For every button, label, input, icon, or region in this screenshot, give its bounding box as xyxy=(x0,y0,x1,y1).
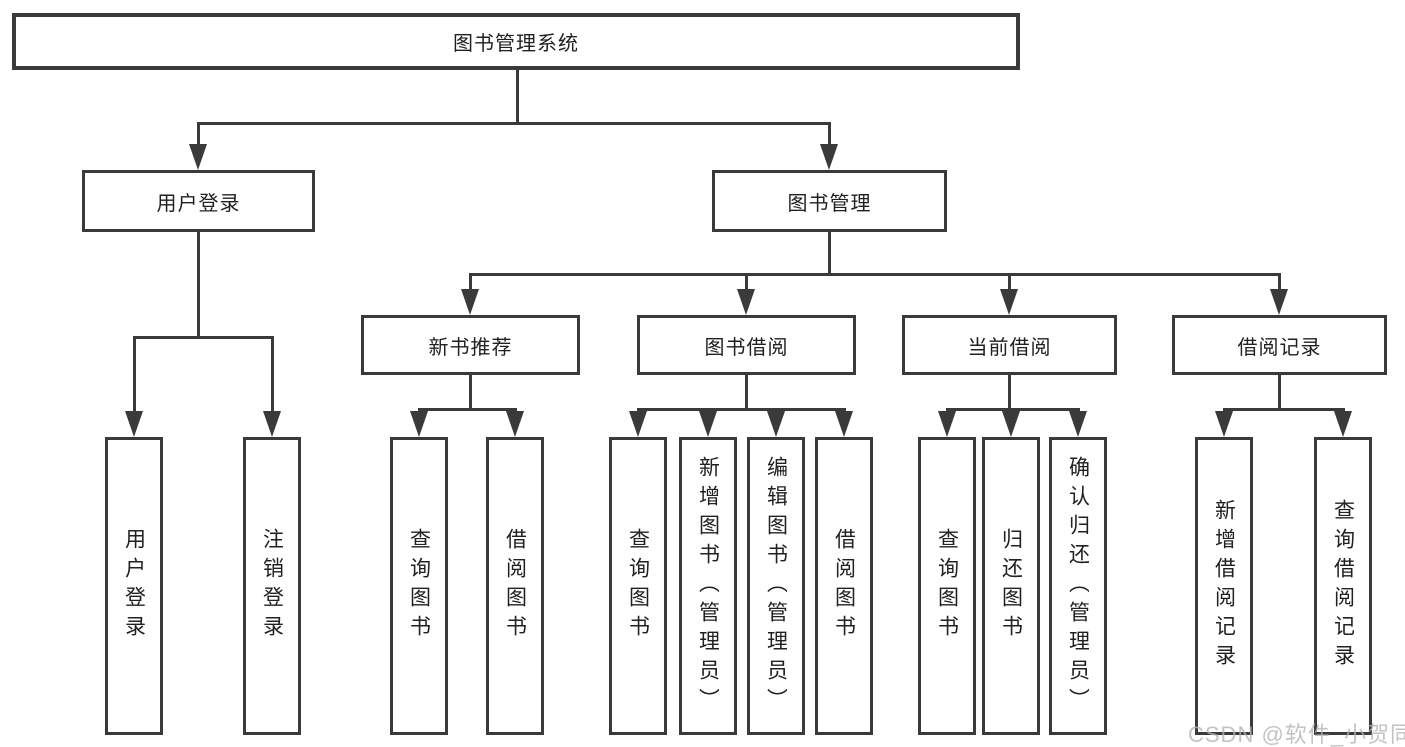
watermark: CSDN @软件_小贺同学 xyxy=(1188,722,1405,747)
node-label: 新增图书（管理员） xyxy=(697,455,719,717)
connector-line xyxy=(271,336,274,413)
connector-line xyxy=(1008,375,1011,411)
node-label: 注销登录 xyxy=(261,528,283,644)
leaf-query-books-current: 查询图书 xyxy=(918,437,976,735)
leaf-edit-book-admin: 编辑图书（管理员） xyxy=(747,437,805,735)
leaf-query-books-borrow: 查询图书 xyxy=(609,437,667,735)
node-label: 图书管理 xyxy=(787,192,872,215)
connector-line xyxy=(197,122,831,125)
node-label: 查询图书 xyxy=(408,528,430,644)
arrow-down-icon xyxy=(410,411,428,437)
arrow-down-icon xyxy=(1069,411,1087,437)
node-new-book-recommend: 新书推荐 xyxy=(361,315,580,375)
node-label: 用户登录 xyxy=(156,192,241,215)
leaf-borrow-books-recommend: 借阅图书 xyxy=(486,437,544,735)
node-book-management: 图书管理 xyxy=(712,170,947,232)
connector-line xyxy=(133,336,136,413)
node-label: 借阅图书 xyxy=(833,528,855,644)
node-user-login: 用户登录 xyxy=(82,170,315,232)
leaf-add-borrow-record: 新增借阅记录 xyxy=(1195,437,1253,735)
leaf-add-book-admin: 新增图书（管理员） xyxy=(679,437,737,735)
connector-line xyxy=(469,273,1281,276)
node-label: 借阅记录 xyxy=(1237,336,1322,359)
arrow-down-icon xyxy=(737,289,755,315)
arrow-down-icon xyxy=(125,411,143,437)
arrow-down-icon xyxy=(699,411,717,437)
arrow-down-icon xyxy=(506,411,524,437)
connector-line xyxy=(418,408,517,411)
connector-line xyxy=(133,336,274,339)
node-label: 图书管理系统 xyxy=(453,33,579,55)
connector-line xyxy=(469,375,472,411)
connector-line xyxy=(745,273,748,291)
node-label: 编辑图书（管理员） xyxy=(765,455,787,717)
arrow-down-icon xyxy=(629,411,647,437)
arrow-down-icon xyxy=(1270,289,1288,315)
node-book-borrow: 图书借阅 xyxy=(637,315,856,375)
connector-line xyxy=(745,375,748,411)
arrow-down-icon xyxy=(1000,289,1018,315)
node-label: 查询图书 xyxy=(936,528,958,644)
arrow-down-icon xyxy=(938,411,956,437)
leaf-borrow-books-borrow: 借阅图书 xyxy=(815,437,873,735)
node-label: 图书借阅 xyxy=(704,336,789,359)
node-borrow-records: 借阅记录 xyxy=(1172,315,1387,375)
arrow-down-icon xyxy=(189,144,207,170)
connector-line xyxy=(1278,375,1281,411)
connector-line xyxy=(197,122,200,148)
leaf-logout: 注销登录 xyxy=(243,437,301,735)
arrow-down-icon xyxy=(820,144,838,170)
arrow-down-icon xyxy=(835,411,853,437)
arrow-down-icon xyxy=(1002,411,1020,437)
connector-line xyxy=(197,232,200,336)
arrow-down-icon xyxy=(767,411,785,437)
connector-line xyxy=(828,122,831,148)
connector-line xyxy=(1223,408,1345,411)
leaf-confirm-return-admin: 确认归还（管理员） xyxy=(1049,437,1107,735)
leaf-query-books-recommend: 查询图书 xyxy=(390,437,448,735)
node-label: 当前借阅 xyxy=(967,336,1052,359)
leaf-return-books: 归还图书 xyxy=(982,437,1040,735)
node-label: 借阅图书 xyxy=(504,528,526,644)
node-label: 新书推荐 xyxy=(428,336,513,359)
connector-line xyxy=(516,70,519,122)
connector-line xyxy=(637,408,846,411)
arrow-down-icon xyxy=(263,411,281,437)
leaf-user-login: 用户登录 xyxy=(105,437,163,735)
connector-line xyxy=(828,232,831,276)
node-label: 新增借阅记录 xyxy=(1213,499,1235,673)
arrow-down-icon xyxy=(1334,411,1352,437)
connector-line xyxy=(946,408,1080,411)
arrow-down-icon xyxy=(461,289,479,315)
connector-line xyxy=(469,273,472,291)
arrow-down-icon xyxy=(1215,411,1233,437)
leaf-query-borrow-record: 查询借阅记录 xyxy=(1314,437,1372,735)
node-label: 用户登录 xyxy=(123,528,145,644)
node-label: 确认归还（管理员） xyxy=(1067,455,1089,717)
node-current-borrow: 当前借阅 xyxy=(902,315,1117,375)
node-label: 查询图书 xyxy=(627,528,649,644)
node-label: 查询借阅记录 xyxy=(1332,499,1354,673)
node-library-system: 图书管理系统 xyxy=(12,13,1020,70)
node-label: 归还图书 xyxy=(1000,528,1022,644)
connector-line xyxy=(1008,273,1011,291)
connector-line xyxy=(1278,273,1281,291)
